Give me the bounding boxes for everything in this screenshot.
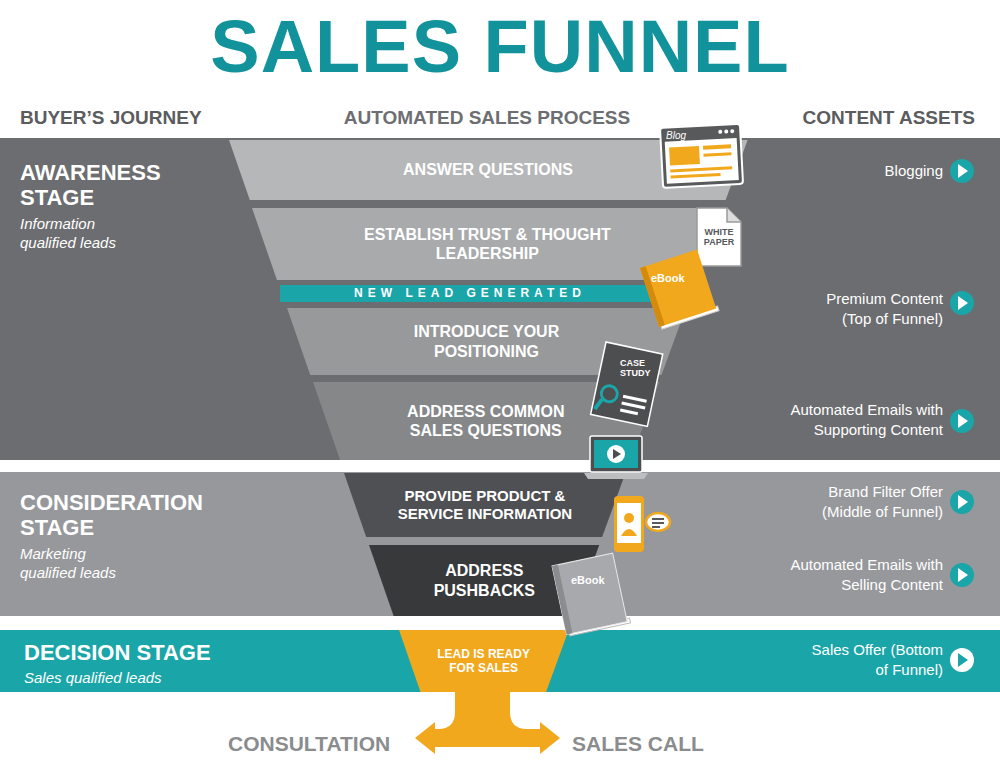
segment-fill [313, 382, 659, 460]
play-button-part [950, 648, 974, 672]
white-paper-icon-part [697, 208, 741, 266]
funnel-segment: PROVIDE PRODUCT & SERVICE INFORMATION [344, 473, 625, 537]
play-button-part [958, 653, 968, 667]
phone-chat-icon-part [621, 529, 637, 536]
content-asset: Automated Emails with Supporting Content [778, 400, 943, 439]
video-laptop-icon-part [607, 445, 625, 463]
play-button-part [958, 414, 968, 428]
content-asset: Sales Offer (Bottom of Funnel) [809, 640, 943, 679]
content-asset: Automated Emails with Selling Content [778, 555, 943, 594]
play-button-part [950, 563, 974, 587]
segment-fill [344, 473, 625, 537]
segment-text: INTRODUCE YOUR POSITIONING [396, 322, 576, 360]
video-laptop-icon-part [613, 449, 621, 459]
lead-bar: NEW LEAD GENERATED [280, 285, 660, 302]
play-button-part [958, 568, 968, 582]
icon-text: eBook [651, 271, 691, 285]
segment-text: ANSWER QUESTIONS [403, 160, 573, 179]
phone-chat-icon-part [617, 503, 641, 543]
stage-note: Information qualified leads [20, 214, 135, 253]
play-button-part [958, 164, 968, 178]
segment-text: ESTABLISH TRUST & THOUGHT LEADERSHIP [342, 225, 632, 263]
blog-icon-part [718, 130, 722, 134]
segment-fill [252, 208, 722, 280]
column-header: AUTOMATED SALES PROCESS [287, 106, 687, 131]
play-button-part [950, 159, 974, 183]
case-study-icon-part [620, 408, 638, 415]
column-header: BUYER’S JOURNEY [20, 106, 320, 131]
stage-note: Sales qualified leads [24, 668, 324, 688]
phone-chat-icon-part [652, 522, 664, 524]
stage-text: AWARENESS STAGEInformation qualified lea… [20, 160, 200, 253]
outcome-label: CONSULTATION [228, 730, 408, 757]
segment-text-box: PROVIDE PRODUCT & SERVICE INFORMATION [344, 473, 625, 537]
icon-text: eBook [571, 573, 611, 587]
segment-fill [229, 140, 748, 200]
stage-text: CONSIDERATION STAGEMarketing qualified l… [20, 490, 235, 583]
phone-chat-icon-part [624, 513, 634, 523]
stage-text: DECISION STAGE Sales qualified leads [24, 640, 324, 688]
diagram-title: SALES FUNNEL [0, 10, 1000, 84]
stage-band: DECISION STAGE Sales qualified leads LEAD … [0, 630, 1000, 692]
phone-chat-icon-part [614, 496, 644, 552]
segment-text: ADDRESS PUSHBACKS [427, 561, 542, 599]
content-asset: Premium Content (Top of Funnel) [818, 289, 943, 328]
play-button-part [958, 296, 968, 310]
blog-icon-part [665, 138, 739, 184]
blog-icon-part [669, 146, 700, 166]
content-asset: Brand Filter Offer (Middle of Funnel) [808, 482, 943, 521]
stage-heading: CONSIDERATION STAGE [20, 490, 235, 541]
segment-text: PROVIDE PRODUCT & SERVICE INFORMATION [382, 487, 587, 523]
white-paper-icon [697, 208, 741, 266]
play-button-part [950, 409, 974, 433]
phone-chat-icon-part [646, 513, 670, 531]
lead-bar-text: NEW LEAD GENERATED [354, 286, 586, 300]
play-button-part [950, 291, 974, 315]
split-arrow [415, 692, 560, 754]
segment-fill [399, 630, 569, 692]
content-asset: Blogging [793, 161, 943, 181]
video-laptop-icon-part [584, 473, 648, 479]
blog-icon-part [671, 173, 721, 179]
icon-text: Blog [666, 129, 696, 142]
play-button-part [950, 490, 974, 514]
video-laptop-icon-part [594, 440, 638, 468]
play-button-part [958, 495, 968, 509]
stage-heading: DECISION STAGE [24, 640, 324, 665]
video-laptop-icon-part [590, 436, 642, 472]
icon-text: WHITE PAPER [697, 227, 741, 248]
stage-note: Marketing qualified leads [20, 544, 135, 583]
segment-text-box: LEAD IS READY FOR SALES [399, 630, 569, 692]
phone-chat-icon-part [652, 518, 664, 520]
segment-fill [369, 545, 599, 616]
segment-text-box: NEW LEAD GENERATED [280, 285, 660, 302]
blog-icon-part [670, 166, 732, 172]
outcome-label: SALES CALL [572, 730, 752, 757]
blog-icon-part [724, 129, 728, 133]
column-header: CONTENT ASSETS [675, 106, 975, 131]
case-study-icon-part [621, 402, 645, 410]
case-study-icon-part [623, 395, 647, 403]
segment-text: ADDRESS COMMON SALES QUESTIONS [393, 402, 578, 440]
stage-heading: AWARENESS STAGE [20, 160, 200, 211]
case-study-icon-part [595, 398, 602, 410]
blog-icon-part [703, 152, 731, 156]
funnel-segment: LEAD IS READY FOR SALES [399, 630, 569, 692]
blog-icon-part [660, 124, 743, 188]
video-laptop-icon [584, 436, 648, 479]
blog-icon-part [703, 144, 731, 149]
segment-text: LEAD IS READY FOR SALES [429, 647, 539, 676]
blog-icon [660, 124, 743, 188]
icon-text: CASE STUDY [620, 358, 654, 379]
phone-chat-icon-part [652, 526, 660, 528]
blog-icon-part [730, 129, 734, 133]
